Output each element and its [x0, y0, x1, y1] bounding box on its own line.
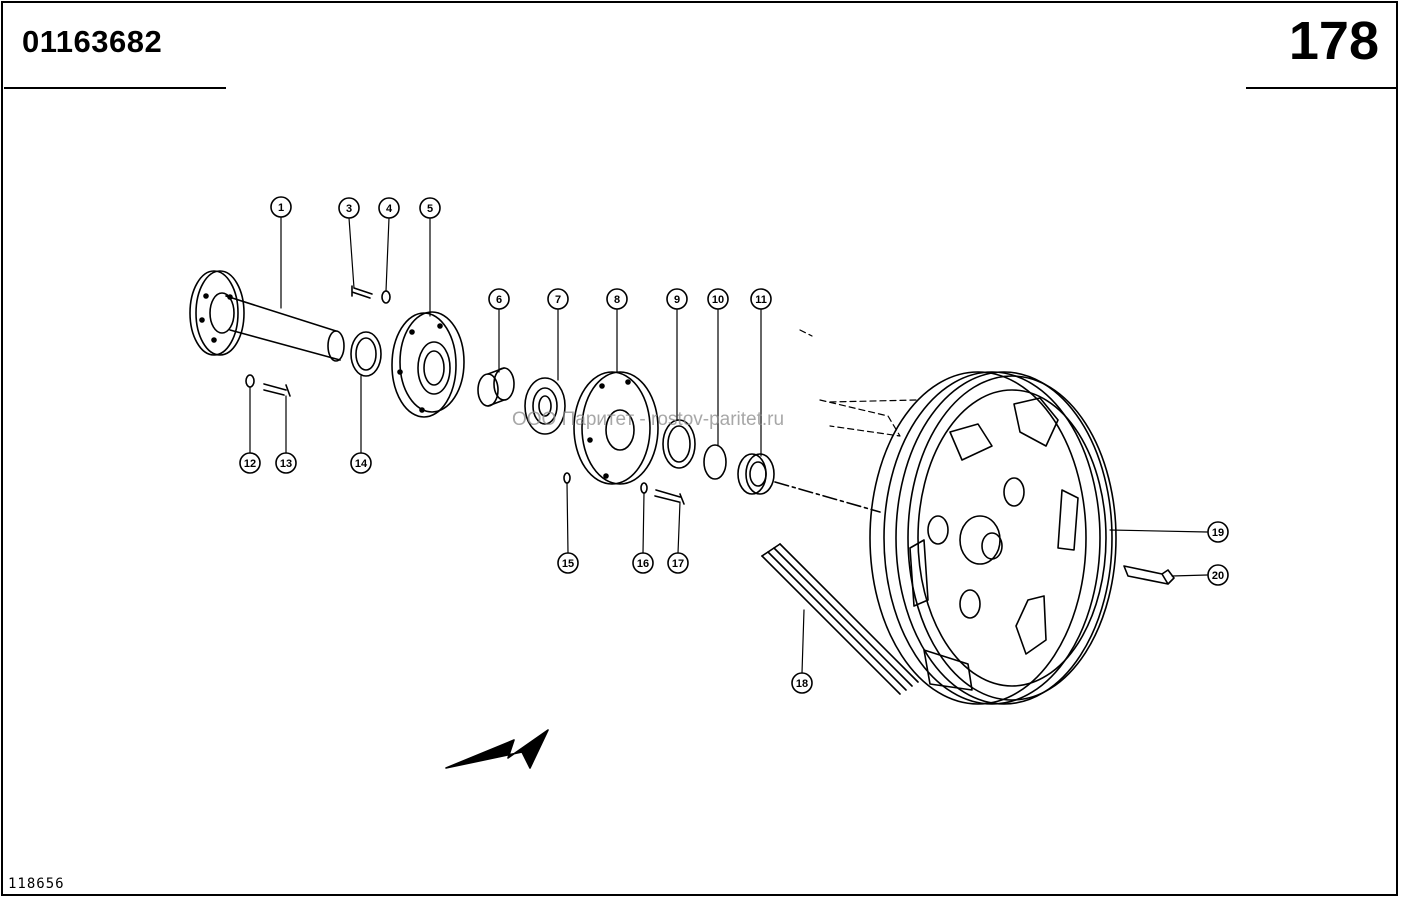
svg-text:14: 14 [355, 458, 368, 470]
callout-8: 8 [606, 288, 628, 310]
callout-13: 13 [275, 452, 297, 474]
drawing-id: 118656 [8, 876, 65, 892]
callout-15: 15 [557, 552, 579, 574]
part-13-bolt [263, 383, 291, 397]
assembly-ghost-outline [799, 329, 917, 437]
callout-1: 1 [270, 196, 292, 218]
svg-text:11: 11 [755, 294, 767, 306]
part-3-bolt [351, 285, 373, 299]
callout-9: 9 [666, 288, 688, 310]
callout-10: 10 [707, 288, 729, 310]
svg-text:20: 20 [1212, 570, 1224, 582]
callout-7: 7 [547, 288, 569, 310]
direction-arrow-icon [445, 729, 549, 769]
callout-18: 18 [791, 672, 813, 694]
part-20-key [1123, 565, 1175, 585]
svg-text:10: 10 [712, 294, 724, 306]
svg-text:3: 3 [346, 203, 352, 215]
part-19-pulley [869, 371, 1117, 705]
callout-5: 5 [419, 197, 441, 219]
part-17-bolt [654, 489, 685, 505]
svg-text:19: 19 [1212, 527, 1224, 539]
header-rule-left [4, 87, 226, 89]
svg-text:16: 16 [637, 558, 649, 570]
page-number: 178 [1288, 11, 1379, 71]
svg-text:8: 8 [614, 294, 620, 306]
leader-lines [249, 216, 1208, 674]
callout-11: 11 [750, 288, 772, 310]
callout-14: 14 [350, 452, 372, 474]
part-4-washer [381, 290, 391, 304]
svg-text:1: 1 [278, 202, 284, 214]
svg-text:18: 18 [796, 678, 808, 690]
part-16-washer [640, 482, 648, 494]
part-7-ball-bearing [524, 377, 566, 435]
document-number: 01163682 [22, 24, 163, 59]
part-5-bearing-housing [391, 311, 465, 418]
part-6-bushing [477, 367, 515, 407]
part-18-v-belt [761, 543, 919, 695]
svg-text:12: 12 [244, 458, 256, 470]
callout-6: 6 [488, 288, 510, 310]
svg-text:5: 5 [427, 203, 433, 215]
callout-labels: 1 3 4 5 6 7 8 9 10 11 12 13 14 15 16 17 … [239, 196, 1229, 694]
svg-text:6: 6 [496, 294, 502, 306]
callout-19: 19 [1207, 521, 1229, 543]
callout-20: 20 [1207, 564, 1229, 586]
callout-12: 12 [239, 452, 261, 474]
part-11-bearing [737, 453, 775, 495]
part-8-cover-disc [573, 371, 659, 485]
part-12-washer [245, 374, 255, 388]
callout-4: 4 [378, 197, 400, 219]
part-1-flanged-shaft [189, 270, 345, 362]
assembly-axis-line [774, 481, 881, 513]
header-rule-right [1246, 87, 1398, 89]
watermark-text: ООО Паритет - rostov-paritet.ru [512, 409, 785, 430]
callout-3: 3 [338, 197, 360, 219]
part-14-seal-ring [350, 331, 382, 377]
svg-text:17: 17 [672, 558, 684, 570]
callout-16: 16 [632, 552, 654, 574]
svg-text:13: 13 [280, 458, 292, 470]
part-10-snap-ring [703, 444, 727, 480]
svg-text:7: 7 [555, 294, 561, 306]
part-15-washer [563, 472, 571, 484]
svg-text:15: 15 [562, 558, 574, 570]
svg-text:9: 9 [674, 294, 680, 306]
part-9-seal [662, 419, 696, 469]
svg-text:4: 4 [386, 203, 393, 215]
callout-17: 17 [667, 552, 689, 574]
